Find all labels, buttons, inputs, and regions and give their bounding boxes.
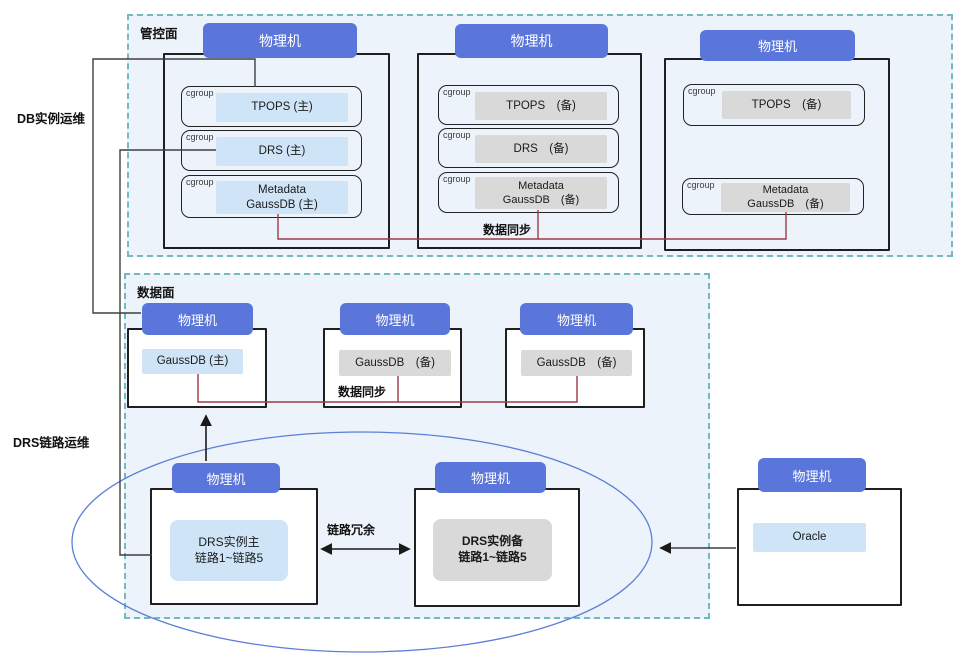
cgroup-drs-standby1: cgroup DRS (备) (438, 128, 619, 168)
metadata-gaussdb-standby-box: Metadata GaussDB (备) (721, 183, 850, 212)
cgroup-metadata-primary: cgroup Metadata GaussDB (主) (181, 175, 362, 218)
control-machine-standby-2: 物理机 cgroup TPOPS (备) cgroup Metadata Gau… (664, 28, 890, 251)
machine-header: 物理机 (172, 463, 280, 493)
cgroup-label: cgroup (443, 174, 471, 184)
machine-header: 物理机 (203, 23, 357, 58)
cgroup-label: cgroup (186, 132, 214, 142)
cgroup-metadata-standby2: cgroup Metadata GaussDB (备) (682, 178, 864, 215)
data-machine-standby-2: 物理机 GaussDB (备) (505, 303, 645, 408)
cgroup-label: cgroup (186, 88, 214, 98)
machine-header: 物理机 (758, 458, 866, 492)
drs-primary-box: DRS (主) (216, 137, 348, 166)
drs-instance-primary-box: DRS实例主 链路1~链路5 (170, 520, 288, 581)
tpops-standby-box: TPOPS (备) (722, 91, 851, 119)
cgroup-label: cgroup (186, 177, 214, 187)
machine-header: 物理机 (520, 303, 633, 335)
cgroup-tpops-standby1: cgroup TPOPS (备) (438, 85, 619, 125)
oracle-machine: 物理机 Oracle (737, 458, 902, 606)
tpops-primary-box: TPOPS (主) (216, 93, 348, 122)
control-machine-standby-1: 物理机 cgroup TPOPS (备) cgroup DRS (备) cgro… (417, 23, 642, 250)
cgroup-label: cgroup (443, 87, 471, 97)
drs-machine-standby: 物理机 DRS实例备 链路1~链路5 (414, 462, 580, 607)
control-plane-title: 管控面 (140, 27, 178, 41)
cgroup-tpops-standby2: cgroup TPOPS (备) (683, 84, 865, 126)
cgroup-tpops-primary: cgroup TPOPS (主) (181, 86, 362, 127)
oracle-box: Oracle (753, 523, 866, 552)
drs-instance-standby-box: DRS实例备 链路1~链路5 (433, 519, 552, 581)
machine-header: 物理机 (435, 462, 546, 493)
drs-ops-label: DRS链路运维 (13, 436, 90, 450)
cgroup-drs-primary: cgroup DRS (主) (181, 130, 362, 171)
gaussdb-primary-box: GaussDB (主) (142, 349, 243, 374)
data-plane-title: 数据面 (137, 286, 175, 300)
cgroup-metadata-standby1: cgroup Metadata GaussDB (备) (438, 172, 619, 213)
cgroup-label: cgroup (443, 130, 471, 140)
db-ops-label: DB实例运维 (17, 112, 86, 126)
machine-header: 物理机 (700, 30, 855, 61)
data-machine-primary: 物理机 GaussDB (主) (127, 303, 267, 408)
gaussdb-standby-box: GaussDB (备) (339, 350, 451, 376)
control-machine-primary: 物理机 cgroup TPOPS (主) cgroup DRS (主) cgro… (163, 23, 390, 249)
tpops-standby-box: TPOPS (备) (475, 92, 607, 120)
machine-header: 物理机 (455, 24, 608, 58)
control-sync-label: 数据同步 (483, 223, 532, 237)
metadata-gaussdb-primary-box: Metadata GaussDB (主) (216, 181, 348, 214)
link-redundancy-label: 链路冗余 (327, 523, 376, 537)
cgroup-label: cgroup (688, 86, 716, 96)
metadata-gaussdb-standby-box: Metadata GaussDB (备) (475, 177, 607, 209)
drs-machine-primary: 物理机 DRS实例主 链路1~链路5 (150, 463, 318, 605)
cgroup-label: cgroup (687, 180, 715, 190)
data-sync-label: 数据同步 (338, 385, 387, 399)
drs-standby-box: DRS (备) (475, 135, 607, 163)
machine-header: 物理机 (340, 303, 450, 335)
gaussdb-standby-box: GaussDB (备) (521, 350, 632, 376)
machine-header: 物理机 (142, 303, 253, 335)
